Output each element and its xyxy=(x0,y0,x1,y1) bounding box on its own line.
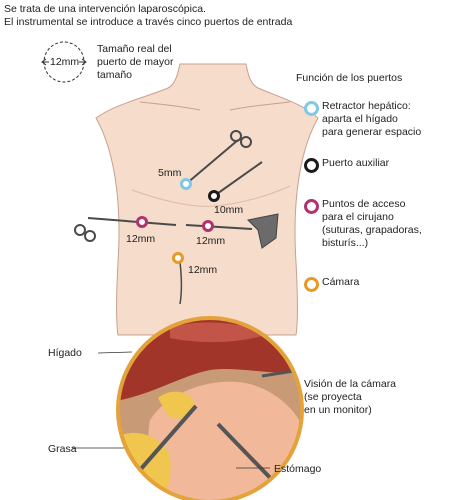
port-label-10mm: 10mm xyxy=(214,204,243,217)
scale-note-line-3: tamaño xyxy=(97,69,132,82)
port-auxiliary xyxy=(210,192,219,201)
legend-label-camara: Cámara xyxy=(322,276,359,289)
port-access-left xyxy=(138,218,147,227)
label-stomach: Estómago xyxy=(274,463,321,476)
port-access-right xyxy=(204,222,213,231)
legend-label-acceso-2: para el cirujano xyxy=(322,211,394,224)
port-size-circle-label: 12mm xyxy=(50,56,79,69)
port-label-12mm-left: 12mm xyxy=(126,233,155,246)
legend-dot-retractor xyxy=(304,101,319,116)
legend-title: Función de los puertos xyxy=(296,72,402,85)
legend-label-acceso-1: Puntos de acceso xyxy=(322,198,405,211)
legend-label-acceso-3: (suturas, grapadoras, xyxy=(322,224,422,237)
legend-label-acceso-4: bisturís...) xyxy=(322,237,368,250)
port-retractor xyxy=(182,180,191,189)
port-camera xyxy=(174,254,183,263)
label-fat: Grasa xyxy=(48,443,77,456)
label-camera-view-2: (se proyecta xyxy=(304,391,362,404)
legend-dot-acceso xyxy=(304,199,319,214)
legend-label-retractor-3: para generar espacio xyxy=(322,126,421,139)
legend-label-auxiliar: Puerto auxiliar xyxy=(322,157,389,170)
port-label-5mm: 5mm xyxy=(158,167,181,180)
left-handle-icon xyxy=(75,225,85,235)
left-handle-icon-2 xyxy=(85,231,95,241)
label-camera-view-1: Visión de la cámara xyxy=(304,378,396,391)
port-label-12mm-right: 12mm xyxy=(196,235,225,248)
leader-liver xyxy=(98,352,132,353)
legend-label-retractor-1: Retractor hepático: xyxy=(322,100,411,113)
legend-dot-camara xyxy=(304,277,319,292)
scale-note-line-2: puerto de mayor xyxy=(97,56,173,69)
port-label-12mm-camera: 12mm xyxy=(188,264,217,277)
scale-note-line-1: Tamaño real del xyxy=(97,43,172,56)
label-camera-view-3: en un monitor) xyxy=(304,404,372,417)
torso xyxy=(96,64,318,335)
label-liver: Hígado xyxy=(48,347,82,360)
legend-label-retractor-2: aparta el hígado xyxy=(322,113,398,126)
legend-dot-auxiliar xyxy=(304,158,319,173)
